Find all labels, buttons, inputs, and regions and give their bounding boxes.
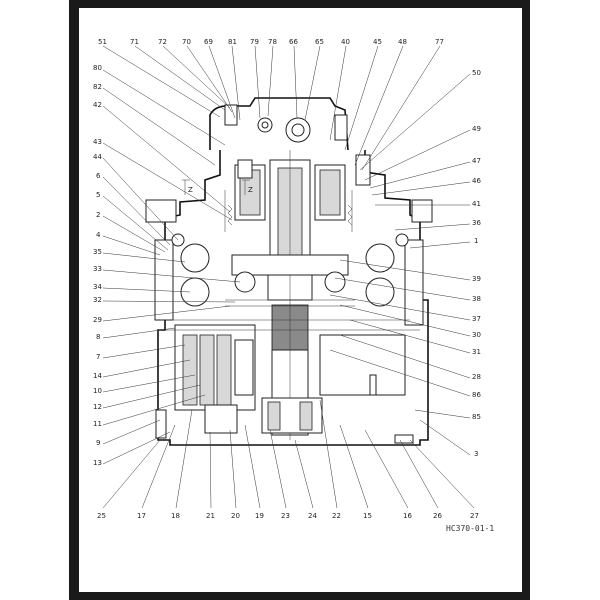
callout-label: 32 <box>93 296 102 304</box>
callout-label: 50 <box>472 69 481 77</box>
callout-label: 17 <box>137 512 146 520</box>
callout-label: 19 <box>255 512 264 520</box>
callout-label: 13 <box>93 459 102 467</box>
callout-label: 10 <box>93 387 102 395</box>
callout-label: 29 <box>93 316 102 324</box>
callouts-right: 50 49 47 46 41 36 1 39 38 37 30 31 28 86… <box>472 69 481 458</box>
callout-label: 6 <box>96 172 101 180</box>
callout-label: 49 <box>472 125 481 133</box>
callout-label: 40 <box>341 38 350 46</box>
callout-label: 66 <box>289 38 298 46</box>
callout-label: 1 <box>474 237 478 245</box>
callout-label: 11 <box>93 420 102 428</box>
callout-label: 85 <box>472 413 481 421</box>
callout-label: 27 <box>470 512 479 520</box>
leader-lines <box>102 45 475 509</box>
axis-label-z-center: Z <box>248 186 253 194</box>
callout-label: 20 <box>231 512 240 520</box>
callout-label: 21 <box>206 512 215 520</box>
callout-label: 30 <box>472 331 481 339</box>
callout-label: 2 <box>96 211 100 219</box>
callout-label: 77 <box>435 38 444 46</box>
callout-label: 39 <box>472 275 481 283</box>
reduction-gear-section <box>155 319 420 444</box>
callout-label: 72 <box>158 38 167 46</box>
callouts-left: 80 82 42 43 44 6 5 2 4 35 33 34 32 29 8 … <box>93 64 102 467</box>
callout-label: 35 <box>93 248 102 256</box>
callout-label: 70 <box>182 38 191 46</box>
callout-label: 22 <box>332 512 341 520</box>
callout-label: 12 <box>93 403 102 411</box>
callout-label: 44 <box>93 153 102 161</box>
callout-label: 46 <box>472 177 481 185</box>
callout-label: 71 <box>130 38 139 46</box>
callout-label: 4 <box>96 231 101 239</box>
callout-label: 9 <box>96 439 100 447</box>
callout-label: 5 <box>96 191 100 199</box>
viewer-left-margin <box>0 0 69 600</box>
callout-label: 3 <box>474 450 478 458</box>
callout-label: 80 <box>93 64 102 72</box>
callout-label: 81 <box>228 38 237 46</box>
callout-label: 82 <box>93 83 102 91</box>
callout-label: 79 <box>250 38 259 46</box>
callout-label: 38 <box>472 295 481 303</box>
callout-label: 14 <box>93 372 102 380</box>
viewer-frame-right <box>522 0 530 600</box>
callout-label: 86 <box>472 391 481 399</box>
callout-label: 48 <box>398 38 407 46</box>
callout-label: 37 <box>472 315 481 323</box>
callout-label: 51 <box>98 38 107 46</box>
axis-markers: Z Z <box>182 179 253 195</box>
callout-label: 78 <box>268 38 277 46</box>
central-shaft <box>267 150 313 440</box>
callout-label: 15 <box>363 512 372 520</box>
callouts-bottom: 25 17 18 21 20 19 23 24 22 15 16 26 27 <box>97 512 479 520</box>
callout-label: 31 <box>472 348 481 356</box>
callout-label: 41 <box>472 200 481 208</box>
callout-label: 42 <box>93 101 102 109</box>
callout-label: 45 <box>373 38 382 46</box>
callout-label: 43 <box>93 138 102 146</box>
viewer-frame-left <box>69 0 79 600</box>
callout-label: 33 <box>93 265 102 273</box>
callouts-top: 51 71 72 70 69 81 79 78 66 65 40 45 48 7… <box>98 38 444 46</box>
callout-label: 69 <box>204 38 213 46</box>
callout-label: 16 <box>403 512 412 520</box>
callout-label: 25 <box>97 512 106 520</box>
callout-label: 24 <box>308 512 317 520</box>
callout-label: 36 <box>472 219 481 227</box>
callout-label: 23 <box>281 512 290 520</box>
callout-label: 18 <box>171 512 180 520</box>
viewer-frame-top <box>69 0 530 8</box>
viewer-frame-bottom <box>69 592 530 600</box>
callout-label: 7 <box>96 353 100 361</box>
callout-label: 34 <box>93 283 102 291</box>
callout-label: 65 <box>315 38 324 46</box>
axis-label-z-left: Z <box>188 186 193 194</box>
callout-label: 26 <box>433 512 442 520</box>
callout-label: 28 <box>472 373 481 381</box>
callout-label: 47 <box>472 157 481 165</box>
top-fittings <box>224 104 371 186</box>
drawing-code: HC370-01-1 <box>446 524 494 533</box>
callout-label: 8 <box>96 333 100 341</box>
